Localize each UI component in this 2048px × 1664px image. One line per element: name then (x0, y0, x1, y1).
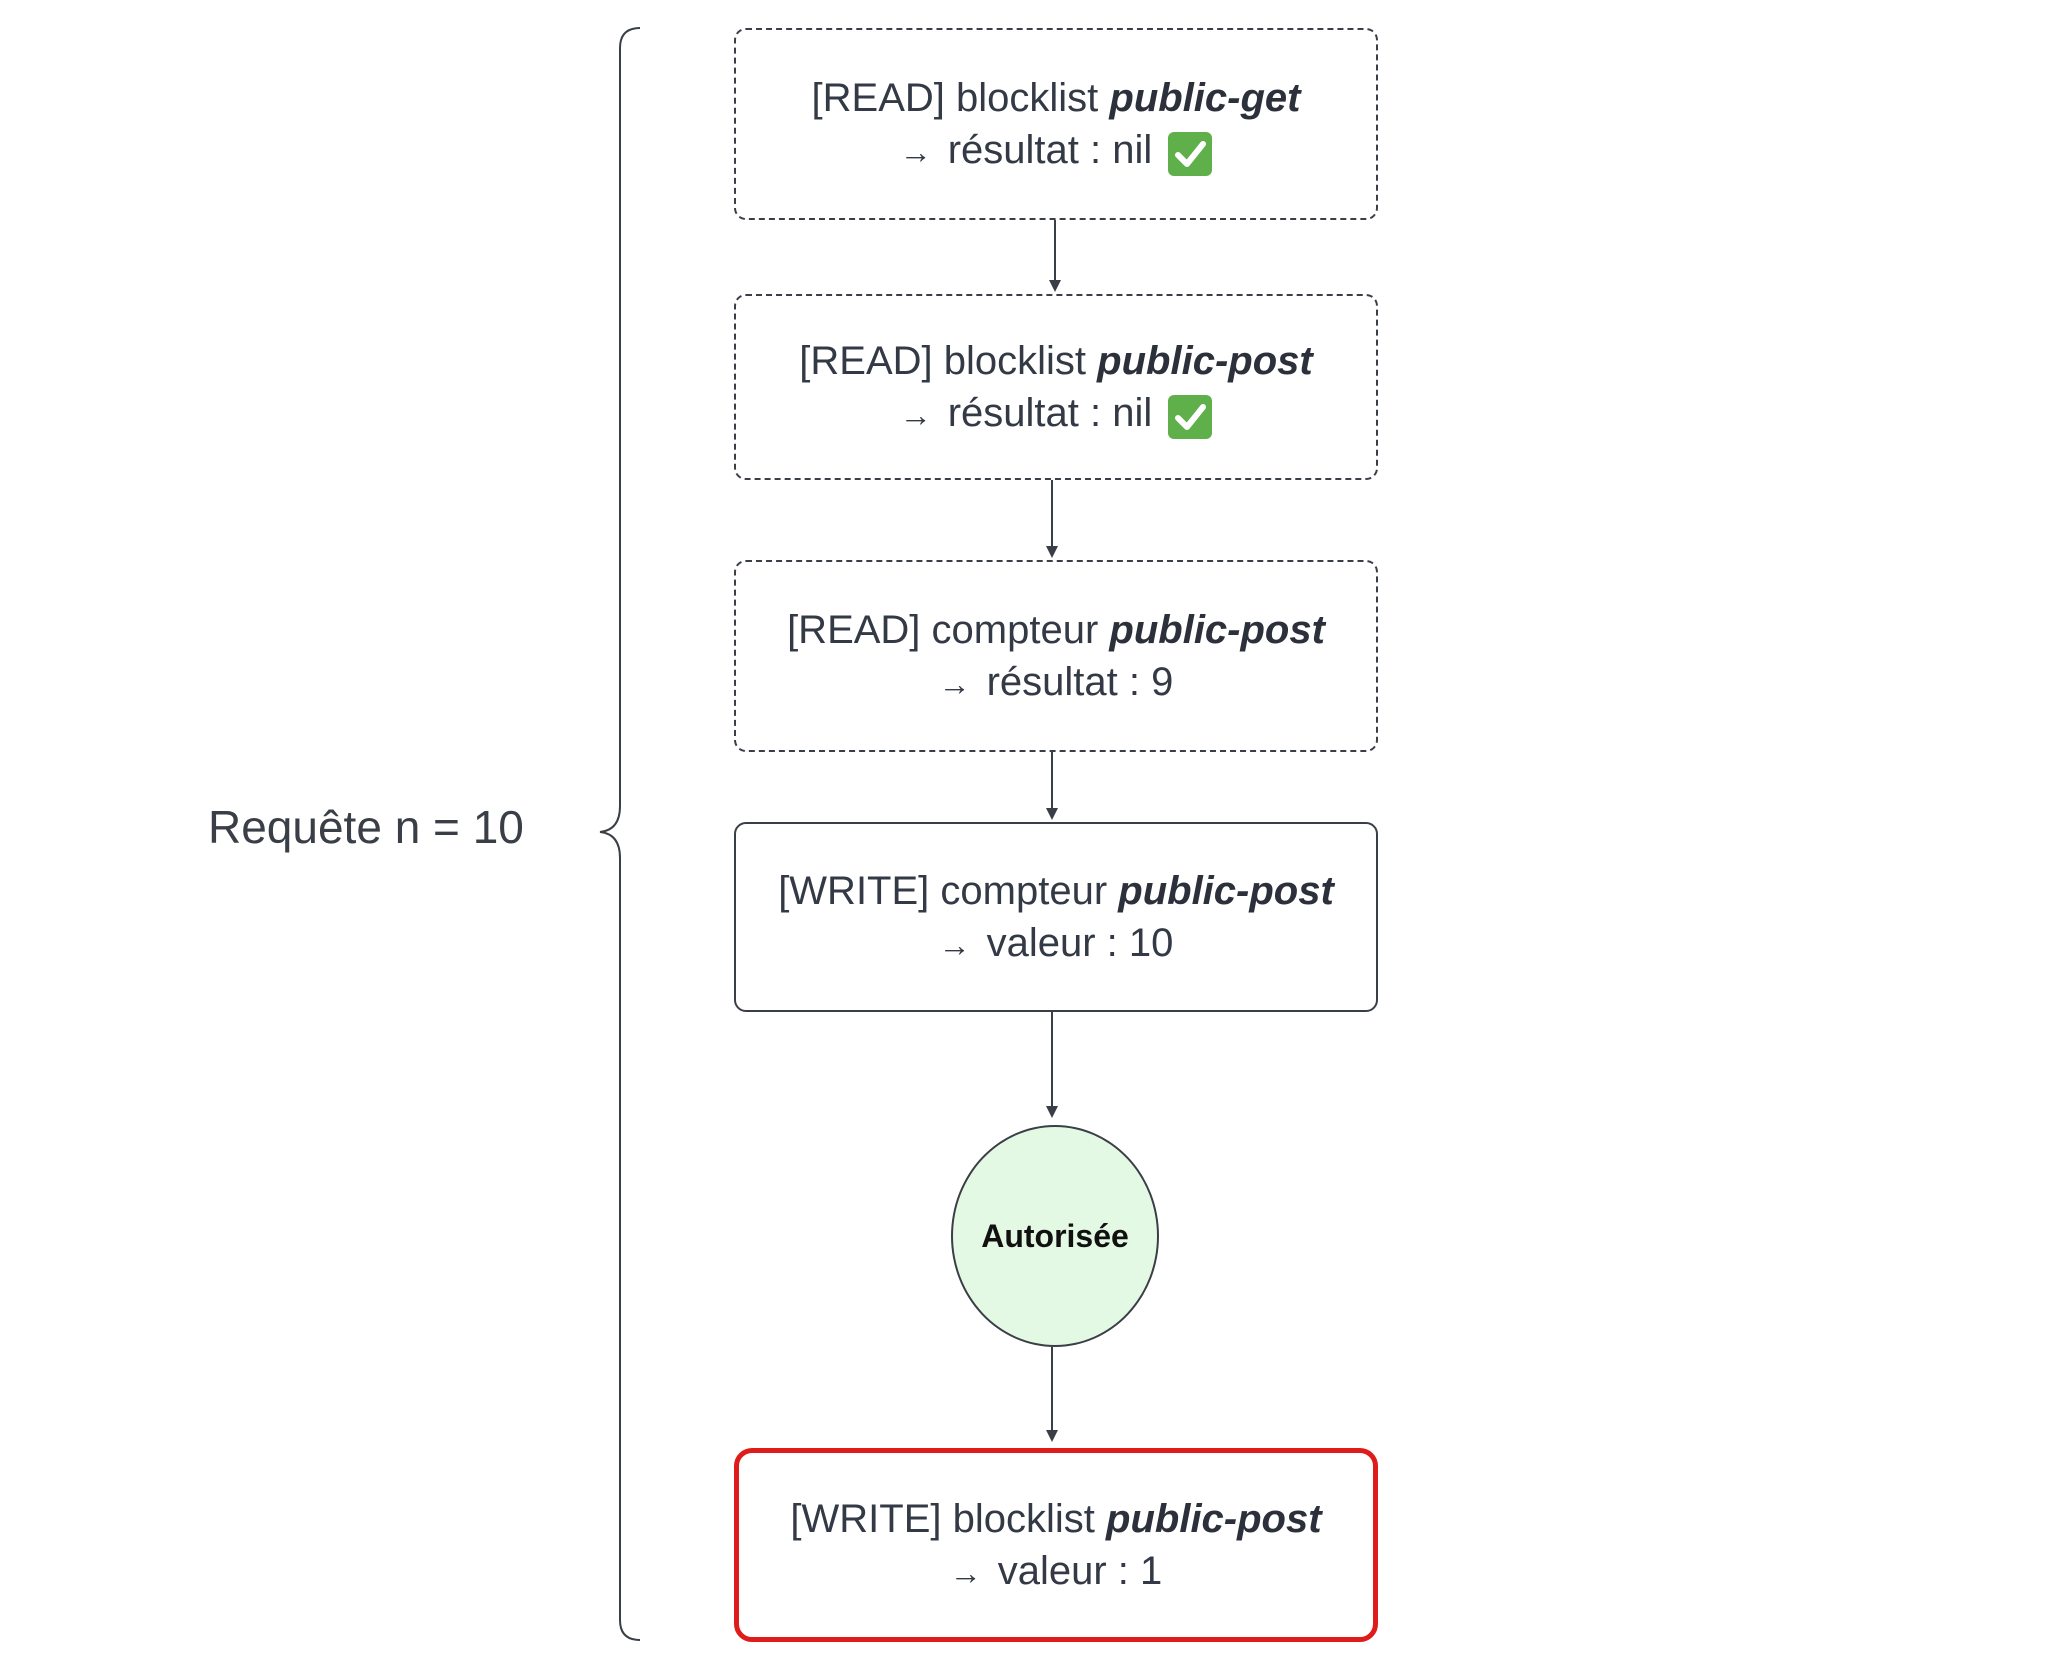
step-result: valeur : 1 (997, 1549, 1163, 1593)
step-operation: [WRITE] blocklist (790, 1497, 1095, 1541)
step-result: résultat : nil (947, 128, 1153, 172)
step-operation: [READ] blocklist (799, 339, 1087, 383)
step-line-result: → valeur : 10 (939, 917, 1174, 969)
step-line-operation: [WRITE] compteur public-post (778, 865, 1334, 917)
step-read-counter-public-post: [READ] compteur public-post → résultat :… (734, 560, 1378, 752)
step-operation: [READ] compteur (787, 608, 1099, 652)
step-operation: [READ] blocklist (811, 76, 1099, 120)
right-arrow-icon: → (899, 134, 932, 170)
check-mark-button-icon (1168, 132, 1213, 176)
right-arrow-icon: → (949, 1555, 982, 1591)
request-label: Requête n = 10 (208, 801, 524, 853)
step-key: public-post (1097, 339, 1313, 383)
decision-authorized-node: Autorisée (951, 1125, 1159, 1347)
check-mark-button-icon (1168, 395, 1213, 439)
step-read-blocklist-public-get: [READ] blocklist public-get → résultat :… (734, 28, 1378, 220)
step-result: résultat : 9 (986, 660, 1174, 704)
step-key: public-post (1109, 608, 1325, 652)
step-line-operation: [READ] blocklist public-get (812, 72, 1301, 124)
step-result: résultat : nil (947, 391, 1153, 435)
request-brace (599, 27, 641, 1641)
step-line-result: → résultat : nil (900, 387, 1213, 439)
step-line-operation: [READ] blocklist public-post (799, 335, 1312, 387)
right-arrow-icon: → (938, 927, 971, 963)
step-key: public-get (1109, 76, 1301, 120)
step-operation: [WRITE] compteur (778, 869, 1108, 913)
step-line-result: → résultat : nil (900, 124, 1213, 176)
step-key: public-post (1106, 1497, 1322, 1541)
step-line-result: → valeur : 1 (950, 1545, 1163, 1597)
right-arrow-icon: → (938, 666, 971, 702)
step-write-blocklist-public-post: [WRITE] blocklist public-post → valeur :… (734, 1448, 1378, 1642)
step-line-operation: [WRITE] blocklist public-post (790, 1493, 1321, 1545)
step-key: public-post (1118, 869, 1334, 913)
step-read-blocklist-public-post: [READ] blocklist public-post → résultat … (734, 294, 1378, 480)
step-result: valeur : 10 (986, 921, 1174, 965)
step-line-operation: [READ] compteur public-post (787, 604, 1325, 656)
step-line-result: → résultat : 9 (939, 656, 1174, 708)
right-arrow-icon: → (899, 397, 932, 433)
step-write-counter-public-post: [WRITE] compteur public-post → valeur : … (734, 822, 1378, 1012)
